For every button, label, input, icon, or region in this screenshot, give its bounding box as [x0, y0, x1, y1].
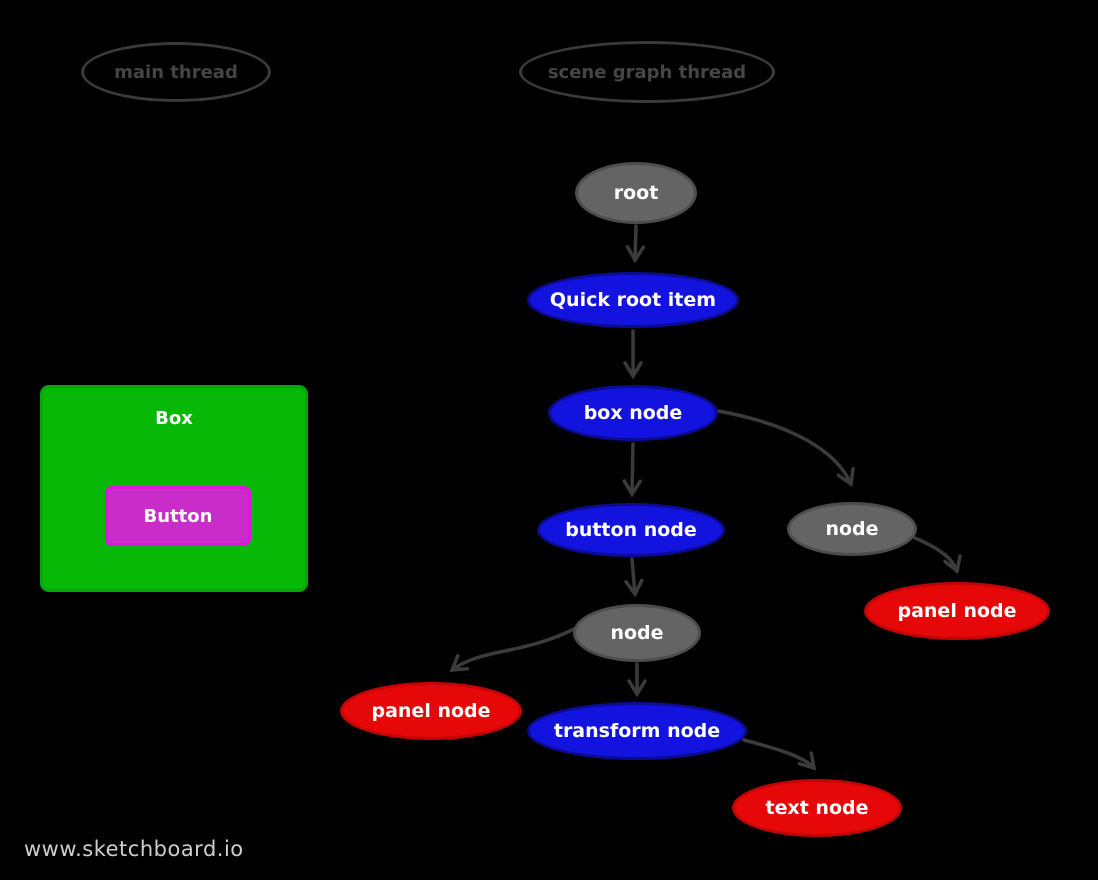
button-label: Button — [143, 505, 213, 527]
scene-graph-thread-label: scene graph thread — [547, 61, 747, 83]
edge-button-node-to-node-mid[interactable] — [624, 557, 644, 598]
edge-node-right-to-panel-node-right[interactable] — [913, 536, 962, 575]
node-panel-node-right-label: panel node — [897, 600, 1017, 622]
main-thread-ellipse[interactable]: main thread — [81, 42, 271, 102]
watermark: www.sketchboard.io — [24, 837, 244, 861]
node-quick-root-item[interactable]: Quick root item — [527, 272, 739, 328]
node-button-node[interactable]: button node — [537, 503, 725, 557]
box-shape[interactable]: Box Button — [40, 385, 308, 592]
node-quick-root-item-label: Quick root item — [549, 289, 717, 311]
node-box-node[interactable]: box node — [548, 385, 718, 441]
node-box-node-label: box node — [583, 402, 683, 424]
edge-box-node-to-node-right[interactable] — [716, 409, 855, 488]
edge-node-mid-to-panel-node-left[interactable] — [449, 627, 576, 672]
box-label: Box — [155, 408, 193, 429]
node-mid[interactable]: node — [573, 604, 701, 662]
node-root[interactable]: root — [575, 162, 697, 224]
node-text-node-label: text node — [765, 797, 869, 819]
node-right[interactable]: node — [787, 502, 917, 556]
node-right-label: node — [825, 518, 879, 540]
node-text-node[interactable]: text node — [732, 779, 902, 837]
node-mid-label: node — [610, 622, 664, 644]
main-thread-label: main thread — [114, 61, 238, 83]
edge-transform-node-to-text-node[interactable] — [742, 738, 817, 771]
edge-root-to-quick-root-item[interactable] — [625, 224, 646, 264]
node-root-label: root — [613, 182, 659, 204]
node-panel-node-left[interactable]: panel node — [340, 682, 522, 740]
node-transform-node[interactable]: transform node — [527, 702, 747, 760]
node-button-node-label: button node — [565, 519, 697, 541]
scene-graph-thread-ellipse[interactable]: scene graph thread — [519, 41, 775, 103]
node-transform-node-label: transform node — [553, 720, 721, 742]
node-panel-node-right[interactable]: panel node — [864, 582, 1050, 640]
edge-box-node-to-button-node[interactable] — [622, 442, 643, 498]
node-panel-node-left-label: panel node — [371, 700, 491, 722]
button-shape[interactable]: Button — [105, 486, 251, 546]
